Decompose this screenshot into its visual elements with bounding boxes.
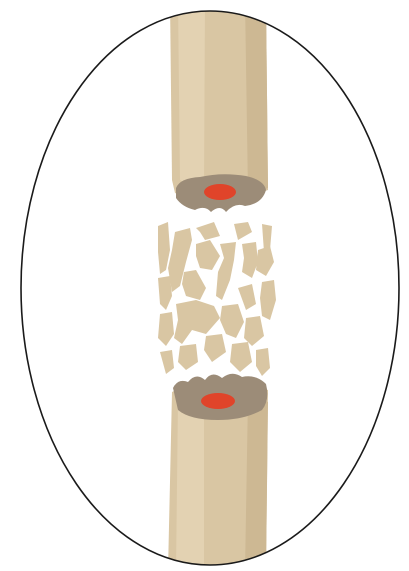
fragment-6 (196, 240, 220, 270)
fragment-12 (260, 280, 276, 320)
fragment-3 (196, 222, 220, 240)
lower-shaft-highlight (176, 396, 204, 571)
upper-shaft-shadow (245, 0, 268, 193)
fragment-13 (238, 284, 256, 310)
fragment-17 (244, 316, 264, 346)
fragment-8 (242, 242, 258, 278)
lower-shaft-shadow (245, 396, 268, 571)
fragment-9 (256, 246, 274, 276)
fragment-18 (204, 334, 226, 362)
lower-marrow-cavity (201, 393, 235, 409)
upper-marrow-cavity (204, 184, 236, 200)
fragment-21 (256, 348, 270, 376)
upper-shaft-highlight (178, 0, 205, 186)
fragment-15 (220, 304, 244, 338)
fragment-11 (158, 276, 172, 310)
fragment-16 (158, 312, 174, 346)
upper-bone-shaft (170, 0, 268, 212)
fragment-20 (230, 342, 252, 372)
fragment-7 (216, 242, 236, 300)
lower-bone-shaft (168, 374, 268, 571)
fragment-4 (234, 222, 252, 240)
fragment-10 (182, 270, 206, 300)
bone-fragments (158, 222, 276, 376)
clipped-content (158, 0, 276, 571)
fragment-19 (178, 344, 198, 370)
fragment-22 (160, 350, 174, 374)
fragment-1 (158, 222, 170, 274)
